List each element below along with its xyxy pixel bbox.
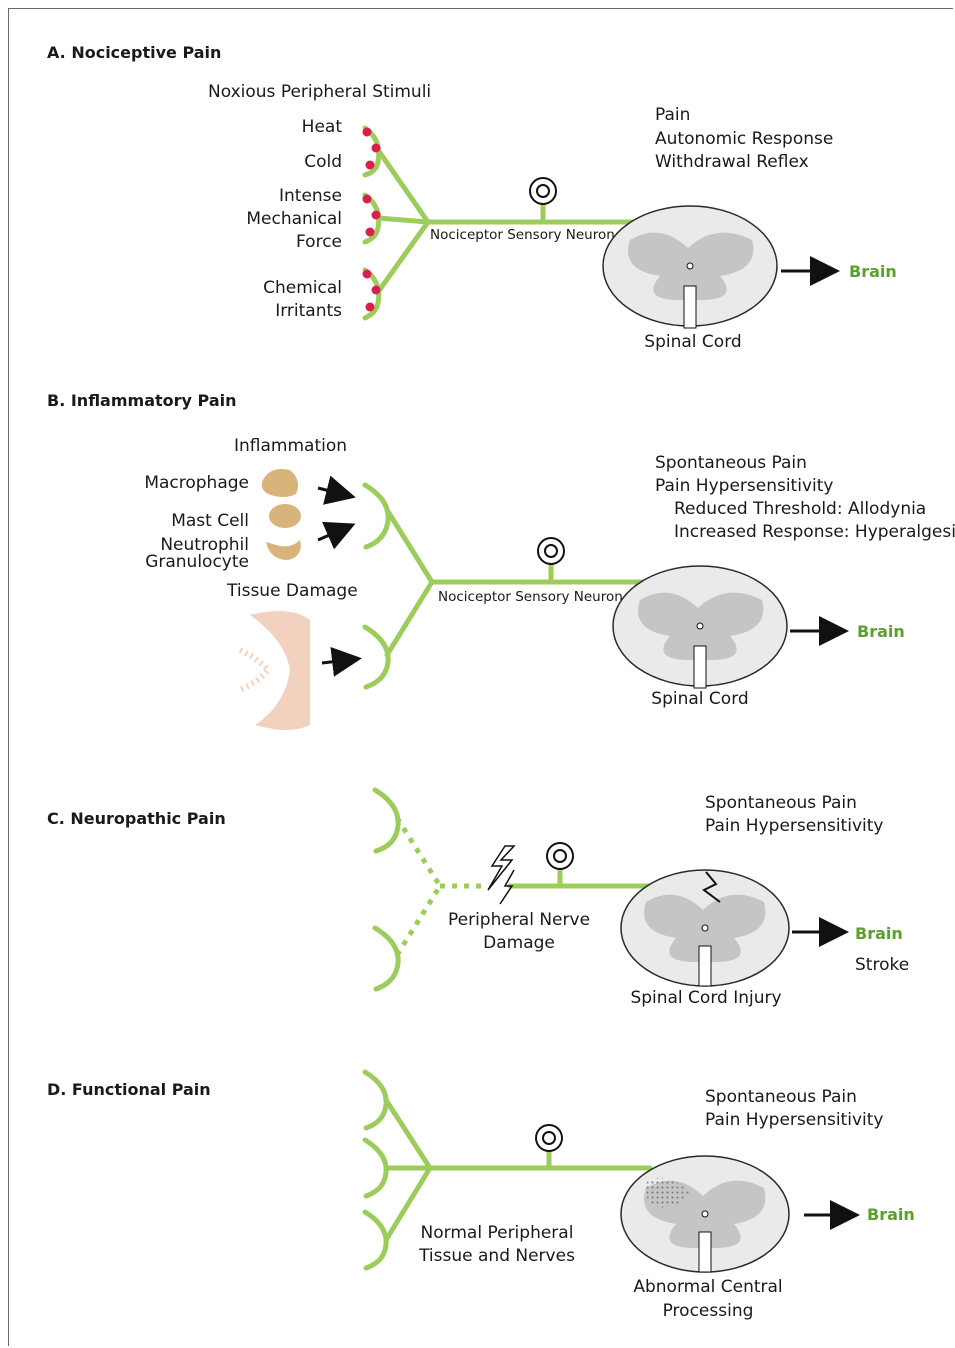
response-label: Pain Hypersensitivity bbox=[705, 1110, 883, 1130]
panel-d: D. Functional Pain Normal Peripheral Tis… bbox=[47, 1069, 915, 1321]
panel-d-heading: D. Functional Pain bbox=[47, 1080, 211, 1099]
damaged-nerve bbox=[372, 787, 653, 992]
cell-arrow bbox=[317, 521, 356, 550]
stimulus-label: Force bbox=[296, 232, 342, 252]
response-label: Autonomic Response bbox=[655, 129, 833, 149]
spinal-cord-label: Spinal Cord bbox=[644, 332, 741, 352]
panel-b-heading: B. Inflammatory Pain bbox=[47, 391, 236, 410]
abnormal-processing-label: Abnormal Central bbox=[633, 1277, 782, 1297]
spinal-cord-injury-label: Spinal Cord Injury bbox=[630, 988, 781, 1008]
panel-b: B. Inflammatory Pain Inflammation Macrop… bbox=[47, 391, 955, 730]
stimulus-label: Heat bbox=[302, 117, 343, 137]
inflammation-title: Inflammation bbox=[234, 436, 347, 456]
cell-label: Granulocyte bbox=[145, 552, 249, 572]
cell-body-icon bbox=[535, 1124, 563, 1152]
response-label: Spontaneous Pain bbox=[705, 793, 857, 813]
response-label: Increased Response: Hyperalgesia bbox=[674, 522, 955, 542]
panel-a: A. Nociceptive Pain Noxious Peripheral S… bbox=[47, 43, 897, 352]
neuron-label: Nociceptor Sensory Neuron bbox=[430, 227, 615, 243]
brain-label: Brain bbox=[855, 924, 903, 943]
nerve-damage-label: Peripheral Nerve bbox=[448, 910, 590, 930]
tissue-damage-icon bbox=[238, 611, 310, 730]
panel-c: C. Neuropathic Pain Peripheral Nerve Dam… bbox=[47, 787, 909, 1008]
brain-label: Brain bbox=[857, 622, 905, 641]
stimulus-label: Irritants bbox=[275, 301, 342, 321]
abnormal-spinal-cord-icon bbox=[620, 1155, 790, 1273]
neuron-label: Nociceptor Sensory Neuron bbox=[438, 589, 623, 605]
cell-body-icon bbox=[537, 537, 565, 565]
stimulus-label: Intense bbox=[279, 186, 342, 206]
normal-tissue-label: Tissue and Nerves bbox=[418, 1246, 575, 1266]
stroke-label: Stroke bbox=[855, 955, 909, 975]
nociceptor-terminals bbox=[362, 125, 643, 321]
spinal-cord-icon bbox=[612, 565, 788, 689]
cell-label: Macrophage bbox=[144, 473, 249, 493]
stimulus-label: Chemical bbox=[263, 278, 342, 298]
response-label: Pain bbox=[655, 105, 690, 125]
normal-tissue-label: Normal Peripheral bbox=[421, 1223, 574, 1243]
injured-spinal-cord-icon bbox=[620, 869, 790, 987]
nociceptor-terminals bbox=[362, 482, 655, 690]
brain-label: Brain bbox=[867, 1205, 915, 1224]
cell-arrow bbox=[317, 475, 356, 505]
response-label: Spontaneous Pain bbox=[705, 1087, 857, 1107]
response-label: Pain Hypersensitivity bbox=[655, 476, 833, 496]
nerve-damage-label: Damage bbox=[483, 933, 555, 953]
response-label: Pain Hypersensitivity bbox=[705, 816, 883, 836]
brain-label: Brain bbox=[849, 262, 897, 281]
immune-cell-icons bbox=[261, 469, 301, 560]
cell-label: Mast Cell bbox=[171, 511, 249, 531]
lightning-icon bbox=[487, 845, 516, 905]
spinal-cord-icon bbox=[602, 205, 778, 329]
stimulus-label: Cold bbox=[304, 152, 342, 172]
normal-nerve bbox=[362, 1069, 653, 1271]
stimuli-title: Noxious Peripheral Stimuli bbox=[208, 82, 431, 102]
response-label: Spontaneous Pain bbox=[655, 453, 807, 473]
abnormal-processing-label: Processing bbox=[663, 1301, 754, 1321]
response-label: Reduced Threshold: Allodynia bbox=[674, 499, 926, 519]
cell-label: Neutrophil bbox=[160, 535, 249, 555]
cell-body-icon bbox=[546, 842, 574, 870]
response-label: Withdrawal Reflex bbox=[655, 152, 809, 172]
damage-arrow bbox=[321, 646, 362, 677]
stimulus-dots bbox=[362, 127, 381, 312]
stimulus-label: Mechanical bbox=[246, 209, 342, 229]
panel-a-heading: A. Nociceptive Pain bbox=[47, 43, 221, 62]
tissue-damage-title: Tissue Damage bbox=[226, 581, 358, 601]
spinal-cord-label: Spinal Cord bbox=[651, 689, 748, 709]
panel-c-heading: C. Neuropathic Pain bbox=[47, 809, 226, 828]
cell-body-icon bbox=[529, 177, 557, 205]
figure-frame bbox=[8, 8, 953, 1346]
